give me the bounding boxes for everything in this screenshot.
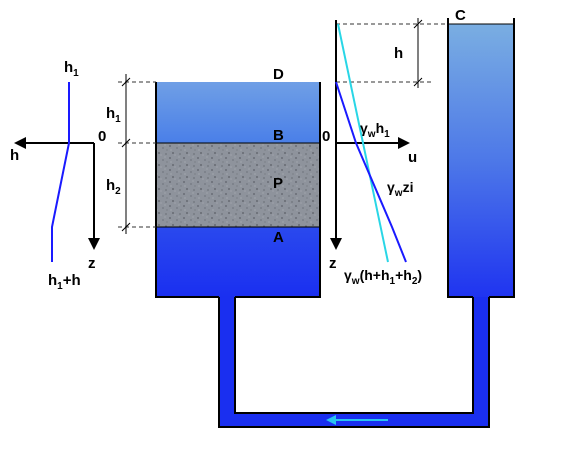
label-h1-top: h1 bbox=[64, 59, 79, 79]
z-axis-arrow-icon-right bbox=[330, 238, 342, 250]
head-line bbox=[51, 82, 70, 262]
water-upper bbox=[156, 82, 320, 143]
label-h2-dim: h2 bbox=[106, 177, 121, 197]
labels: C D B P A h h 0 0 z z u h1 h1 h2 h1+h γw… bbox=[10, 7, 466, 292]
label-h: h bbox=[394, 45, 403, 62]
standpipe bbox=[447, 18, 515, 298]
label-z-left: z bbox=[88, 255, 96, 272]
label-P: P bbox=[273, 175, 283, 192]
h-axis-arrow-icon bbox=[14, 137, 26, 149]
label-D: D bbox=[273, 66, 284, 83]
label-gw-zi: γwzi bbox=[387, 179, 413, 199]
label-h-axis: h bbox=[10, 147, 19, 164]
u-axis-arrow-icon bbox=[398, 137, 410, 149]
main-tank bbox=[155, 82, 321, 298]
pressure-lines bbox=[335, 23, 407, 263]
pipe bbox=[218, 297, 490, 428]
level-lines bbox=[118, 23, 448, 228]
z-axis-arrow-icon bbox=[88, 238, 100, 250]
label-h1-dim: h1 bbox=[106, 105, 121, 125]
label-z-right: z bbox=[329, 255, 337, 272]
label-gw-h1: γwh1 bbox=[360, 120, 390, 140]
label-gw-total: γw(h+h1+h2) bbox=[344, 267, 422, 287]
water-lower bbox=[156, 227, 320, 297]
label-zero-right: 0 bbox=[322, 128, 330, 145]
label-u: u bbox=[408, 149, 417, 166]
label-A: A bbox=[273, 229, 284, 246]
label-C: C bbox=[455, 7, 466, 24]
label-zero-left: 0 bbox=[98, 128, 106, 145]
dimension-lines bbox=[121, 18, 423, 234]
flow-arrow bbox=[326, 415, 388, 425]
label-h1-plus-h: h1+h bbox=[48, 272, 81, 292]
label-B: B bbox=[273, 127, 284, 144]
soil-sample bbox=[156, 143, 320, 227]
pressure-axes bbox=[330, 20, 410, 250]
head-axes bbox=[14, 137, 100, 250]
